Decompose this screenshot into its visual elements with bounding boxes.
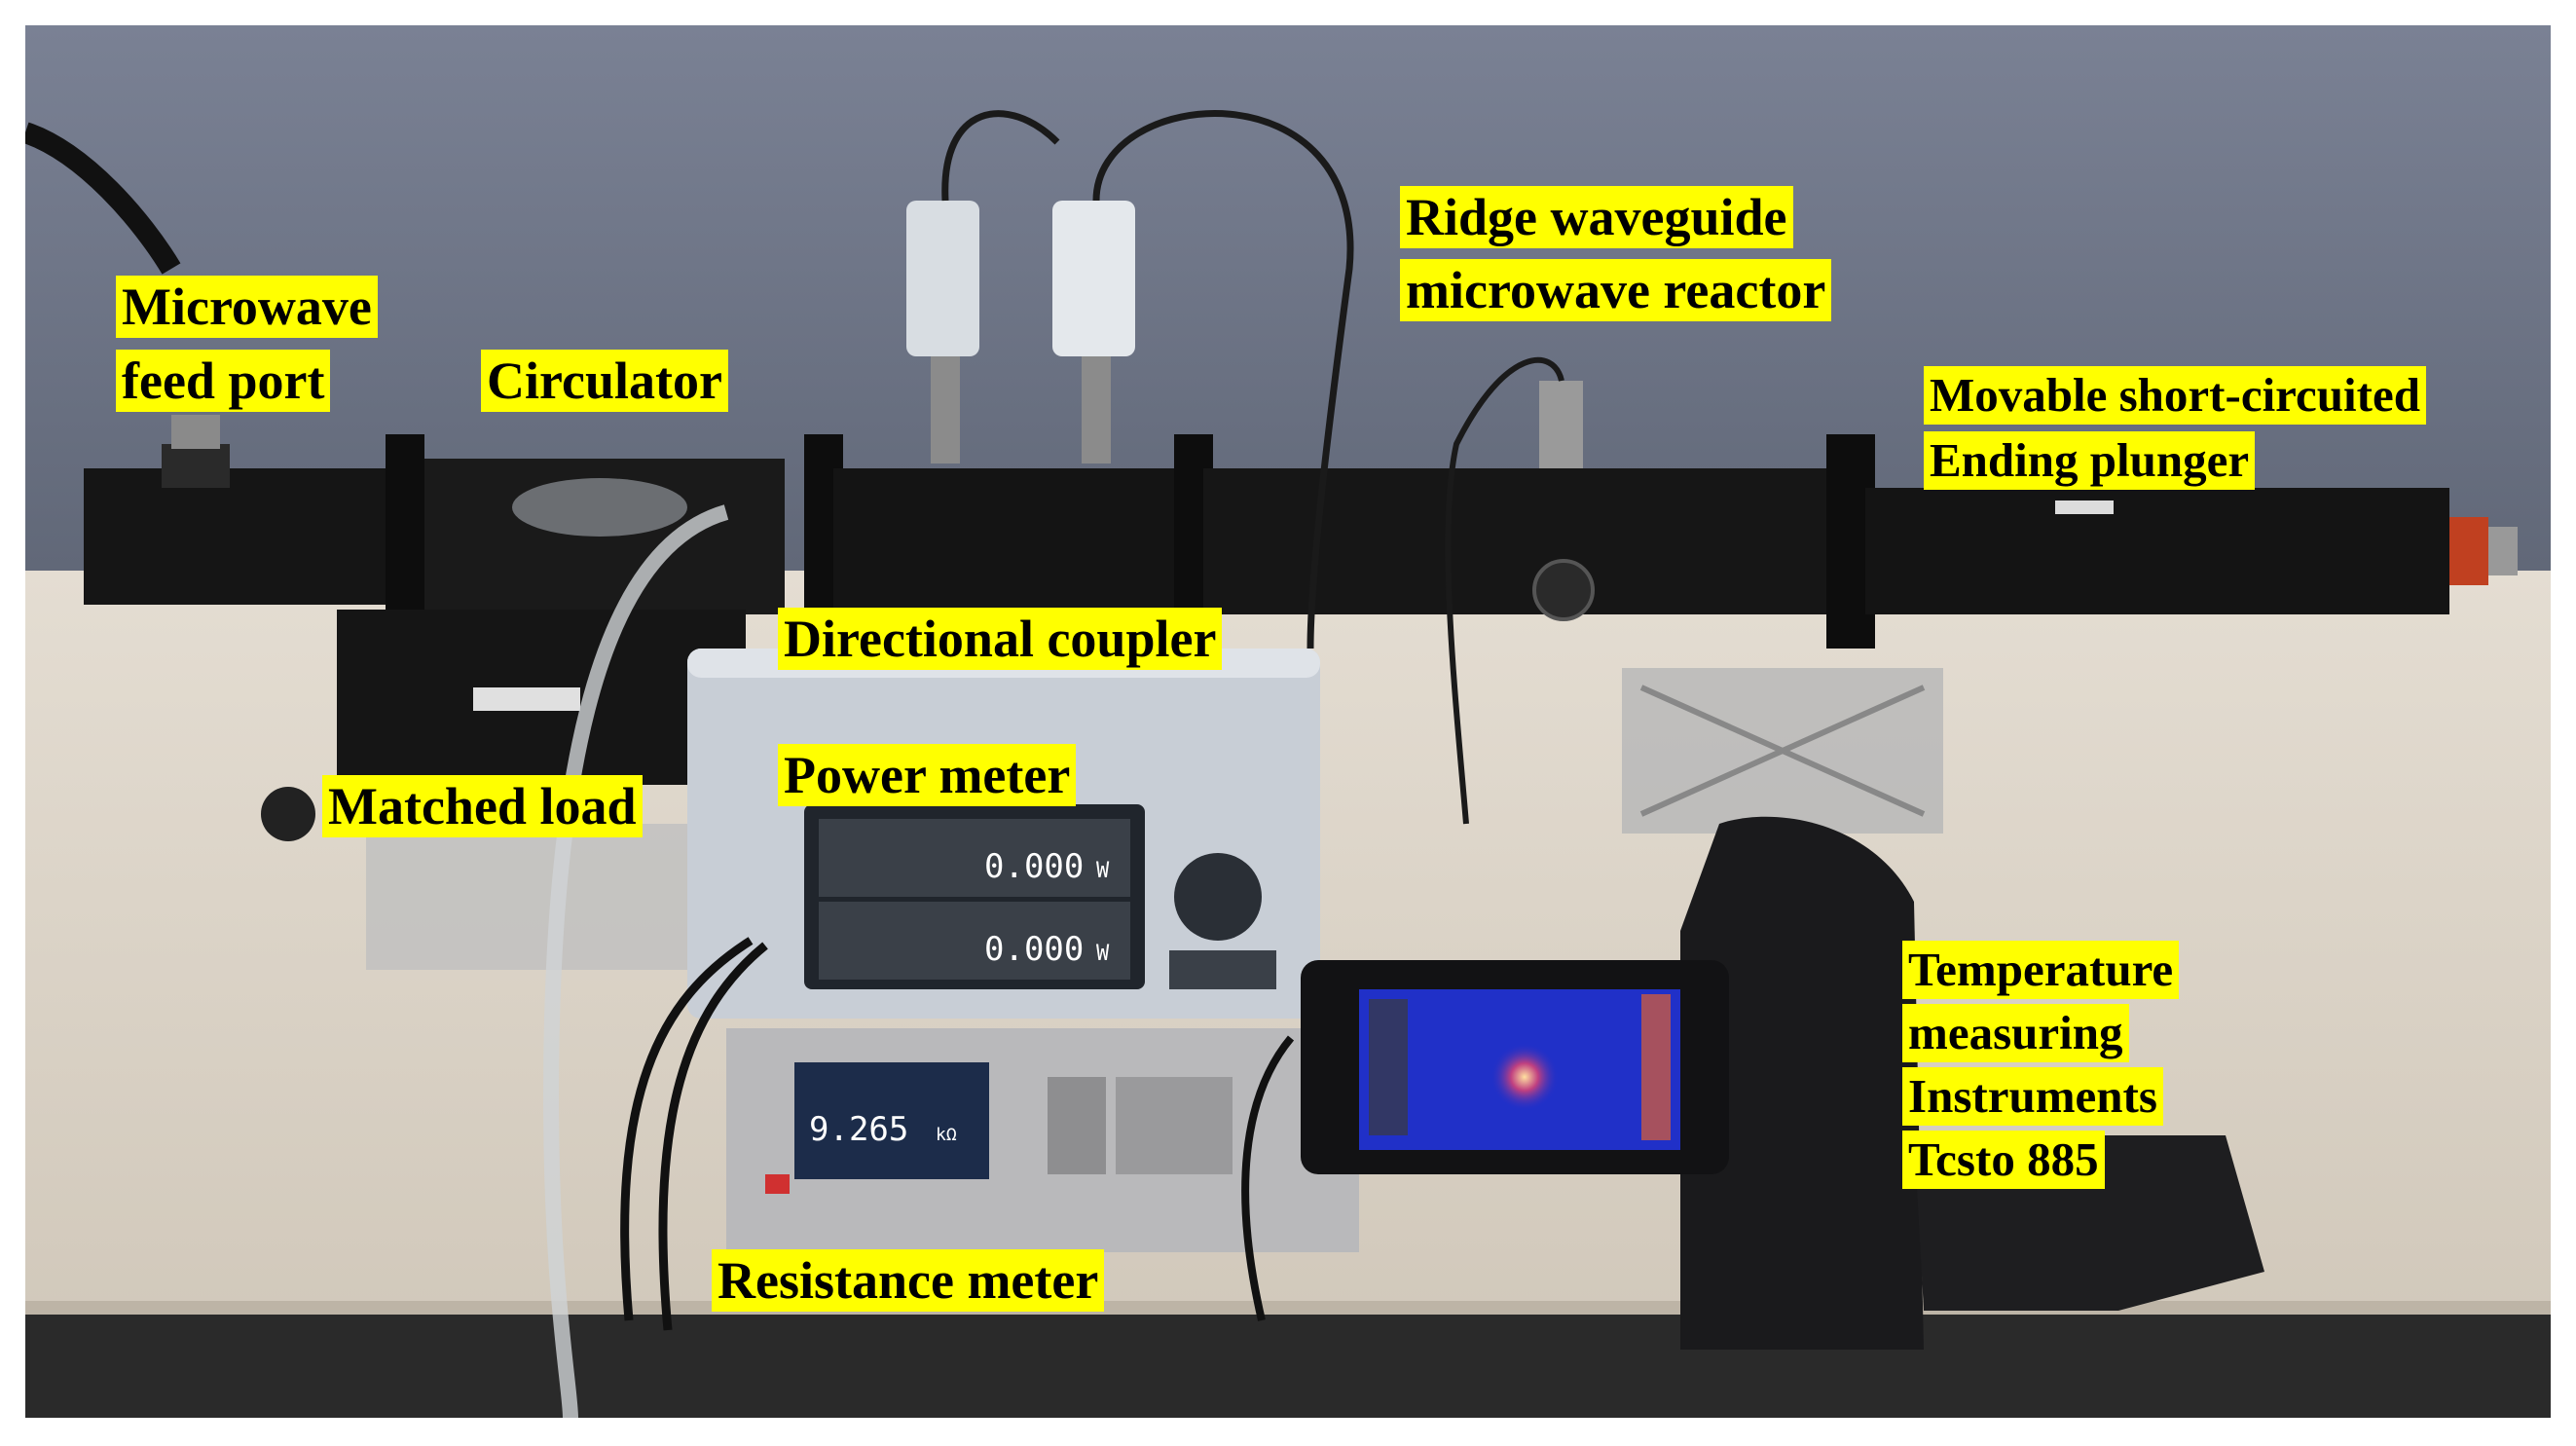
label-directional-coupler: Directional coupler xyxy=(778,608,1223,670)
resistance-meter-screen xyxy=(794,1062,989,1179)
label-movable-plunger-line2: Ending plunger xyxy=(1924,431,2256,490)
thermal-camera-body xyxy=(1680,816,1924,1350)
lab-setup-photo: 0.000 W 0.000 W 9.265 kΩ Microwave feed … xyxy=(21,25,2551,1419)
label-temperature-line2: measuring xyxy=(1902,1004,2129,1062)
power-reading-2: 0.000 xyxy=(984,930,1084,969)
label-temperature-line1: Temperature xyxy=(1902,941,2180,999)
resistance-reading: 9.265 xyxy=(809,1110,908,1149)
label-matched-load: Matched load xyxy=(322,775,643,837)
plunger-cap xyxy=(2449,517,2488,585)
label-movable-plunger-line1: Movable short-circuited xyxy=(1924,366,2426,425)
power-sensor-2 xyxy=(1052,201,1135,356)
feed-cable xyxy=(21,122,181,275)
power-sensor-1 xyxy=(906,201,979,356)
plunger-section xyxy=(1865,488,2449,614)
resistance-unit: kΩ xyxy=(936,1125,957,1145)
label-temperature-line4: Tcsto 885 xyxy=(1902,1131,2105,1189)
label-resistance-meter: Resistance meter xyxy=(712,1249,1105,1312)
clear-tubing xyxy=(542,504,729,1419)
label-circulator: Circulator xyxy=(481,350,728,412)
power-unit-1: W xyxy=(1096,859,1110,883)
label-ridge-waveguide-line2: microwave reactor xyxy=(1400,259,1832,321)
table-edge xyxy=(25,1311,2551,1418)
label-temperature-line3: Instruments xyxy=(1902,1067,2163,1126)
label-power-meter: Power meter xyxy=(778,744,1077,806)
feed-port-connector xyxy=(162,444,230,488)
instrument-cables xyxy=(620,937,754,1321)
label-microwave-feed-port-line1: Microwave xyxy=(116,276,378,338)
power-unit-2: W xyxy=(1096,942,1110,966)
directional-coupler-body xyxy=(833,468,1203,614)
reactor-section xyxy=(1203,468,1846,614)
flange-1 xyxy=(386,434,424,629)
matched-load-knob xyxy=(261,787,315,841)
label-microwave-feed-port-line2: feed port xyxy=(116,350,331,412)
sensor-cable-1 xyxy=(941,110,1060,202)
sensor-cable-2 xyxy=(1092,110,1354,649)
lab-setup-illustration: 0.000 W 0.000 W 9.265 kΩ xyxy=(21,25,2551,1419)
matched-load-stand xyxy=(366,824,697,970)
reactor-port xyxy=(1532,559,1595,621)
thermocouple-probe xyxy=(1539,381,1583,468)
power-meter-keypad xyxy=(1174,853,1262,941)
power-reading-1: 0.000 xyxy=(984,847,1084,886)
label-ridge-waveguide-line1: Ridge waveguide xyxy=(1400,186,1793,248)
circulator-window xyxy=(512,478,687,537)
